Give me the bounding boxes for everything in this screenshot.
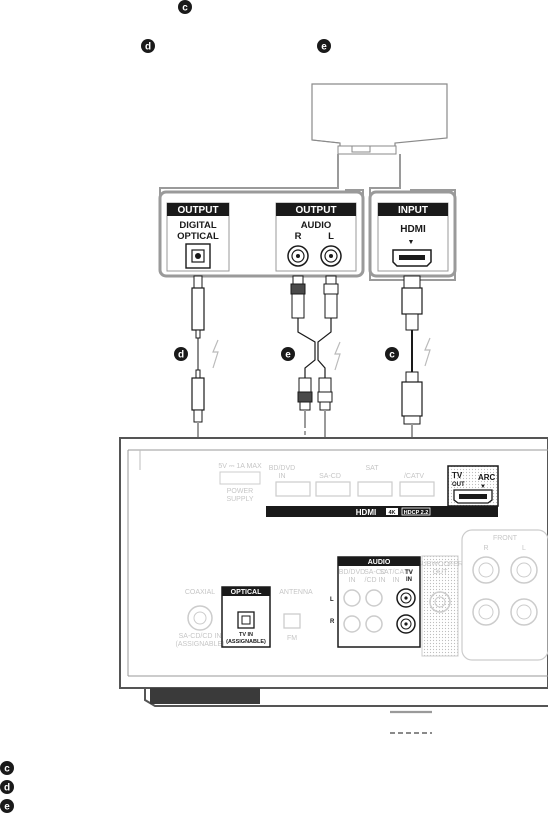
svg-text:/CATV: /CATV bbox=[404, 473, 424, 480]
svg-text:e: e bbox=[321, 42, 327, 53]
receiver-audio-panel: AUDIO BD/DVD IN SA-CD /CD IN SAT/CATV IN… bbox=[330, 556, 421, 648]
legend bbox=[390, 710, 432, 734]
badge-d-top: d bbox=[141, 39, 155, 53]
optical-output-line1: DIGITAL bbox=[179, 220, 216, 231]
svg-text:e: e bbox=[285, 350, 291, 361]
svg-text:d: d bbox=[4, 783, 10, 794]
svg-text:SA-CD/CD IN: SA-CD/CD IN bbox=[179, 633, 222, 640]
audio-panel-title: AUDIO bbox=[368, 559, 391, 566]
badge-c-top: c bbox=[178, 0, 192, 14]
badge-c-cable: c bbox=[385, 347, 399, 361]
receiver-antenna: ANTENNA FM bbox=[279, 589, 313, 642]
svg-text:IN: IN bbox=[279, 473, 286, 480]
audio-output-right: R bbox=[295, 231, 302, 242]
svg-text:/CD IN: /CD IN bbox=[365, 577, 386, 584]
tv-audio-output: OUTPUT AUDIO R L bbox=[275, 202, 357, 272]
receiver-optical-title: OPTICAL bbox=[231, 589, 262, 596]
audio-output-title: AUDIO bbox=[301, 220, 332, 231]
tv-optical-output: OUTPUT DIGITAL OPTICAL bbox=[166, 202, 230, 272]
badge-d-bottom: d bbox=[0, 780, 14, 794]
svg-text:SAT: SAT bbox=[365, 465, 379, 472]
audio-right-label: R bbox=[330, 619, 335, 625]
badge-c-bottom: c bbox=[0, 761, 14, 775]
audio-output-left: L bbox=[328, 231, 334, 242]
tv-out-out: OUT bbox=[452, 482, 465, 488]
svg-text:IN: IN bbox=[349, 577, 356, 584]
receiver-subwoofer-front: SUBWOOFER OUT FRONT R L bbox=[417, 529, 548, 661]
svg-text:BD/DVD: BD/DVD bbox=[339, 569, 365, 576]
uhd-tag: 4K bbox=[388, 510, 395, 516]
svg-text:IN: IN bbox=[393, 577, 400, 584]
hdmi-input-title: HDMI bbox=[400, 224, 426, 235]
svg-text:(ASSIGNABLE): (ASSIGNABLE) bbox=[175, 641, 224, 648]
svg-text:SUPPLY: SUPPLY bbox=[226, 496, 253, 503]
receiver-coaxial: COAXIAL SA-CD/CD IN (ASSIGNABLE) bbox=[175, 589, 224, 648]
hdmi-input-header: INPUT bbox=[398, 205, 428, 216]
hdcp-tag: HDCP 2.2 bbox=[404, 510, 429, 516]
svg-text:FM: FM bbox=[287, 635, 297, 642]
audio-tv-in-line1: TV bbox=[405, 570, 413, 576]
svg-text:d: d bbox=[145, 42, 151, 53]
badge-e-top: e bbox=[317, 39, 331, 53]
receiver-rear-panel: 5V ⎓ 1A MAX POWER SUPPLY BD/DVD IN SA-CD… bbox=[119, 437, 548, 707]
hdmi-input-bank: 5V ⎓ 1A MAX POWER SUPPLY BD/DVD IN SA-CD… bbox=[218, 463, 498, 517]
audio-left-label: L bbox=[330, 597, 334, 603]
tv-out-tv: TV bbox=[452, 471, 463, 480]
receiver-optical-line1: TV IN bbox=[239, 632, 253, 638]
badge-d-cable: d bbox=[174, 347, 188, 361]
svg-text:BD/DVD: BD/DVD bbox=[269, 465, 295, 472]
optical-output-line2: OPTICAL bbox=[177, 231, 219, 242]
svg-text:SA-CD: SA-CD bbox=[364, 569, 386, 576]
hdmi-input-arrow: ▼ bbox=[408, 239, 415, 246]
svg-text:OUT: OUT bbox=[433, 569, 449, 576]
receiver-optical-line2: (ASSIGNABLE) bbox=[226, 639, 266, 645]
svg-text:FRONT: FRONT bbox=[493, 535, 518, 542]
svg-text:SA-CD: SA-CD bbox=[319, 473, 341, 480]
tv-hdmi-callout: INPUT HDMI ▼ bbox=[368, 190, 457, 278]
audio-tv-in-line2: IN bbox=[406, 577, 412, 583]
svg-text:c: c bbox=[182, 3, 188, 14]
tv-illustration bbox=[311, 83, 448, 155]
svg-text:ANTENNA: ANTENNA bbox=[279, 589, 313, 596]
audio-output-header: OUTPUT bbox=[295, 205, 336, 216]
svg-text:R: R bbox=[483, 545, 488, 552]
tv-output-callout: OUTPUT DIGITAL OPTICAL OUTPUT AUDIO R L bbox=[158, 190, 365, 278]
badge-e-bottom: e bbox=[0, 799, 14, 813]
tv-out-arc: ARC bbox=[478, 473, 496, 482]
badge-e-cable: e bbox=[281, 347, 295, 361]
svg-text:d: d bbox=[178, 350, 184, 361]
svg-text:5V ⎓ 1A MAX: 5V ⎓ 1A MAX bbox=[218, 463, 262, 470]
tv-out-arrow: ▼ bbox=[480, 484, 486, 490]
svg-text:SAT/CATV: SAT/CATV bbox=[379, 569, 413, 576]
optical-output-header: OUTPUT bbox=[177, 205, 218, 216]
svg-text:COAXIAL: COAXIAL bbox=[185, 589, 215, 596]
hdmi-bar-label: HDMI bbox=[356, 508, 376, 517]
svg-text:POWER: POWER bbox=[227, 488, 253, 495]
svg-text:e: e bbox=[4, 802, 10, 813]
svg-text:c: c bbox=[389, 350, 395, 361]
receiver-tv-out-arc: TV OUT ARC ▼ bbox=[447, 465, 499, 507]
receiver-optical: OPTICAL TV IN (ASSIGNABLE) bbox=[221, 586, 271, 648]
svg-text:c: c bbox=[4, 764, 10, 775]
svg-text:L: L bbox=[522, 545, 526, 552]
svg-text:SUBWOOFER: SUBWOOFER bbox=[417, 561, 463, 568]
